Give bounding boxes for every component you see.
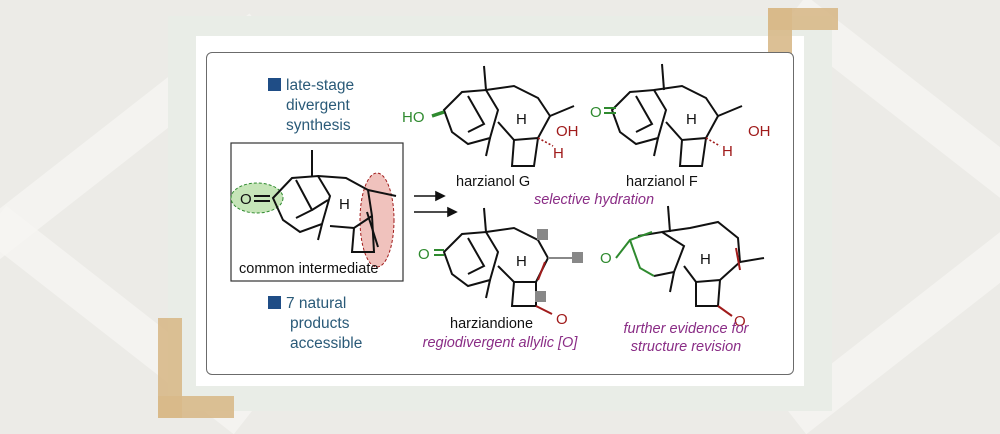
note-structure-revision: further evidence for structure revision (600, 320, 772, 356)
harzianol-g-structure (442, 65, 575, 167)
note-regiodivergent: regiodivergent allylic [O] (422, 335, 578, 351)
harziandione-structure (442, 207, 550, 307)
atom-o: O (556, 311, 568, 328)
label-common-intermediate: common intermediate (239, 261, 379, 277)
atom-h: H (553, 145, 564, 162)
carbonyl-bond (717, 305, 733, 317)
atom-o: O (734, 313, 746, 330)
bullet-square-icon (268, 296, 281, 309)
atom-oh: OH (556, 123, 579, 140)
label-harziandione: harziandione (450, 316, 534, 332)
intermediate-structure (271, 150, 397, 253)
atom-ho: HO (402, 109, 425, 126)
double-bond (366, 211, 379, 248)
label-harzianol-g: harzianol G (456, 174, 531, 190)
note-line: further evidence for (623, 321, 749, 337)
tape-top-right (768, 8, 838, 30)
tape-bottom-left (158, 396, 234, 418)
atom-oh: OH (748, 123, 771, 140)
atom-o: O (418, 246, 430, 263)
double-bond (735, 247, 741, 271)
atom-h: H (516, 253, 527, 270)
hash-bond (537, 137, 554, 147)
atom-h: H (700, 251, 711, 268)
note-line: structure revision (630, 339, 742, 355)
harzianol-f-structure (610, 63, 743, 167)
bullet-line: accessible (290, 335, 363, 352)
oxidation-site-marker (535, 291, 546, 302)
atom-o: O (600, 250, 612, 267)
atom-h: H (722, 143, 733, 160)
atom-h: H (516, 111, 527, 128)
note-selective-hydration: selective hydration (533, 192, 655, 208)
atom-h: H (686, 111, 697, 128)
wedge-bond (431, 110, 445, 118)
double-bond (537, 261, 546, 281)
atom-o: O (590, 104, 602, 121)
ether-bridge (615, 231, 655, 277)
bullet-line: synthesis (286, 117, 351, 134)
reaction-arrows (414, 190, 458, 218)
carbonyl-bond (535, 305, 553, 315)
intermediate-box (230, 142, 404, 282)
bullet-late-stage: late-stage divergent synthesis (268, 76, 354, 136)
atom-h: H (339, 196, 350, 213)
atom-o: O (240, 191, 252, 208)
bullet-natural-products: 7 natural products accessible (268, 294, 362, 354)
bullet-line: products (290, 315, 350, 332)
oxidation-site-marker (572, 252, 583, 263)
oxidation-site-marker (537, 229, 548, 240)
label-harzianol-f: harzianol F (626, 174, 698, 190)
bullet-line: divergent (286, 97, 350, 114)
ketone-highlight (230, 182, 284, 214)
revised-structure (637, 205, 765, 307)
hash-bond (705, 137, 721, 147)
bullet-square-icon (268, 78, 281, 91)
bullet-line: 7 natural (286, 295, 347, 312)
bullet-line: late-stage (286, 77, 355, 94)
